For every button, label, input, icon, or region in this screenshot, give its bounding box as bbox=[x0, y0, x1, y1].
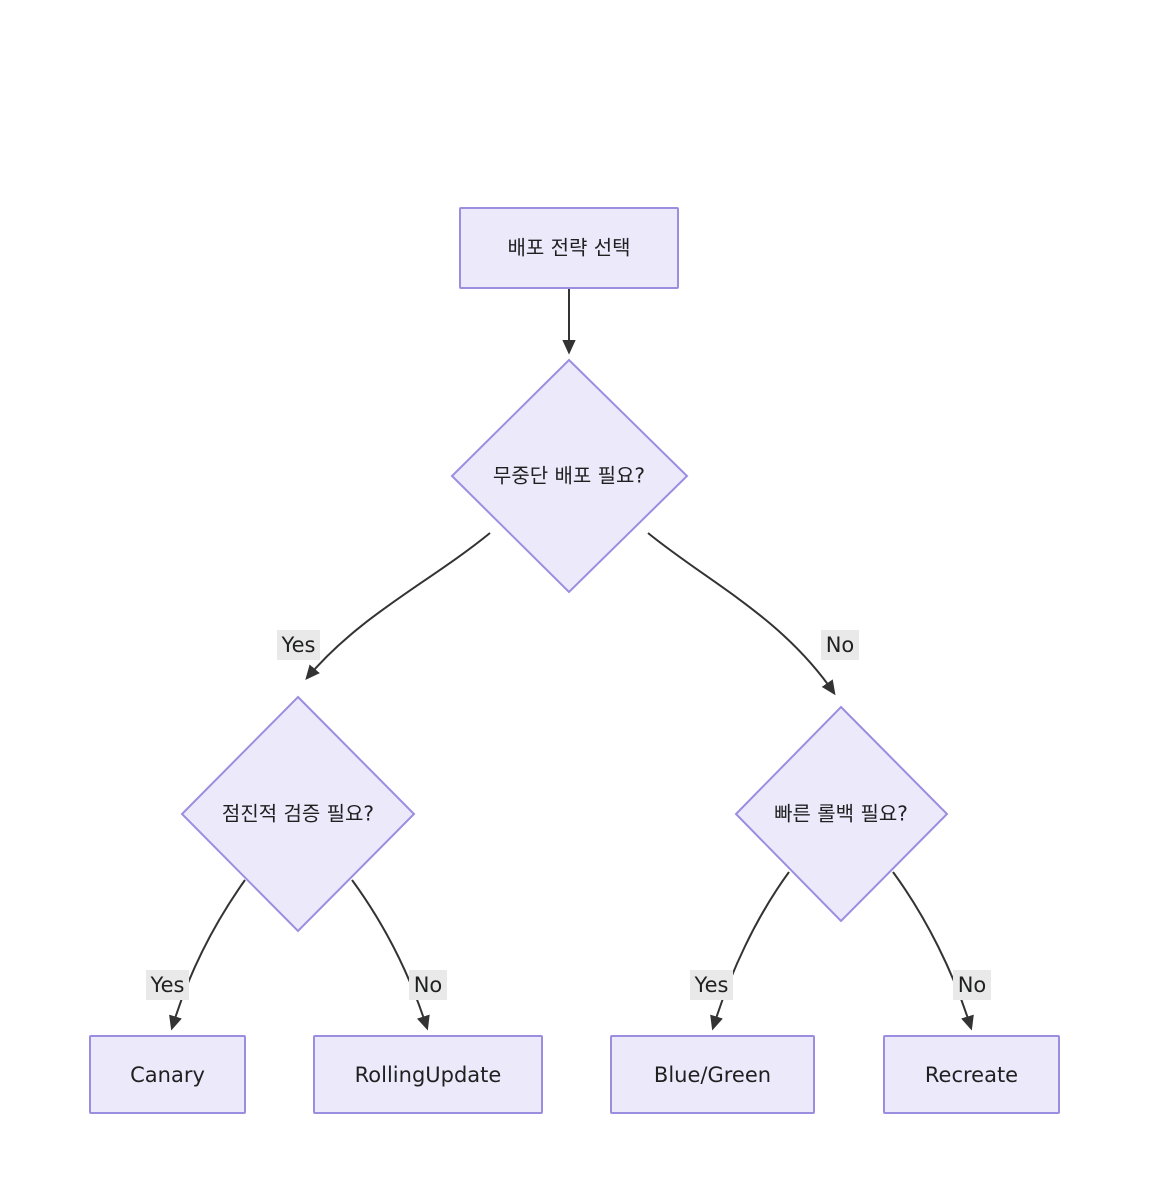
edge-q-rollback-to-bluegreen bbox=[710, 871, 790, 1031]
edge-labels-layer: Yes No Yes No Yes No bbox=[146, 630, 991, 1000]
node-canary-label: Canary bbox=[130, 1063, 205, 1087]
edge-label-bg bbox=[821, 630, 859, 660]
node-rollingupdate-shape[interactable] bbox=[313, 1035, 543, 1114]
edge-label-text: Yes bbox=[694, 973, 729, 997]
edge-label-yes-rollback: Yes bbox=[690, 970, 733, 1000]
edge-label-bg bbox=[953, 970, 991, 1000]
node-q-gradual-shape[interactable] bbox=[180, 695, 416, 933]
edge-label-no-zero-down: No bbox=[821, 630, 859, 660]
edge-q-zero-down-to-q-gradual bbox=[305, 532, 491, 681]
node-q-zero-down[interactable]: 무중단 배포 필요? bbox=[450, 358, 689, 594]
nodes-layer: 배포 전략 선택 무중단 배포 필요? 점진적 검증 필요? 빠른 롤백 필요?… bbox=[89, 207, 1060, 1114]
node-bluegreen-label: Blue/Green bbox=[654, 1063, 771, 1087]
edge-label-text: No bbox=[826, 633, 855, 657]
edge-q-gradual-to-rollingupdate bbox=[351, 879, 430, 1031]
node-bluegreen[interactable]: Blue/Green bbox=[610, 1035, 815, 1114]
node-q-rollback[interactable]: 빠른 롤백 필요? bbox=[734, 705, 949, 923]
edge-q-zero-down-to-q-rollback bbox=[647, 532, 836, 696]
node-rollingupdate-label: RollingUpdate bbox=[355, 1063, 502, 1087]
node-q-rollback-shape[interactable] bbox=[734, 705, 949, 923]
edge-label-text: Yes bbox=[150, 973, 185, 997]
node-bluegreen-shape[interactable] bbox=[610, 1035, 815, 1114]
node-canary[interactable]: Canary bbox=[89, 1035, 246, 1114]
node-q-gradual[interactable]: 점진적 검증 필요? bbox=[180, 695, 416, 933]
edge-label-bg bbox=[277, 630, 320, 660]
node-start[interactable]: 배포 전략 선택 bbox=[459, 207, 679, 289]
node-start-label: 배포 전략 선택 bbox=[507, 236, 630, 260]
node-canary-shape[interactable] bbox=[89, 1035, 246, 1114]
edge-label-yes-gradual: Yes bbox=[146, 970, 189, 1000]
node-q-zero-down-shape[interactable] bbox=[450, 358, 689, 594]
node-start-shape[interactable] bbox=[459, 207, 679, 289]
edge-label-text: No bbox=[958, 973, 987, 997]
node-recreate-label: Recreate bbox=[925, 1063, 1018, 1087]
edge-label-bg bbox=[146, 970, 189, 1000]
edge-q-rollback-to-recreate bbox=[892, 871, 974, 1031]
edge-label-bg bbox=[409, 970, 447, 1000]
edge-label-no-gradual: No bbox=[409, 970, 447, 1000]
node-recreate-shape[interactable] bbox=[883, 1035, 1060, 1114]
edge-label-text: No bbox=[414, 973, 443, 997]
edge-label-bg bbox=[690, 970, 733, 1000]
edge-q-gradual-to-canary bbox=[169, 879, 246, 1031]
node-rollingupdate[interactable]: RollingUpdate bbox=[313, 1035, 543, 1114]
node-q-zero-down-label: 무중단 배포 필요? bbox=[493, 464, 645, 488]
edge-label-yes-zero-down: Yes bbox=[277, 630, 320, 660]
node-recreate[interactable]: Recreate bbox=[883, 1035, 1060, 1114]
node-q-gradual-label: 점진적 검증 필요? bbox=[222, 802, 374, 826]
node-q-rollback-label: 빠른 롤백 필요? bbox=[774, 802, 908, 826]
edge-label-no-rollback: No bbox=[953, 970, 991, 1000]
edges-layer bbox=[169, 289, 974, 1031]
edge-label-text: Yes bbox=[281, 633, 316, 657]
